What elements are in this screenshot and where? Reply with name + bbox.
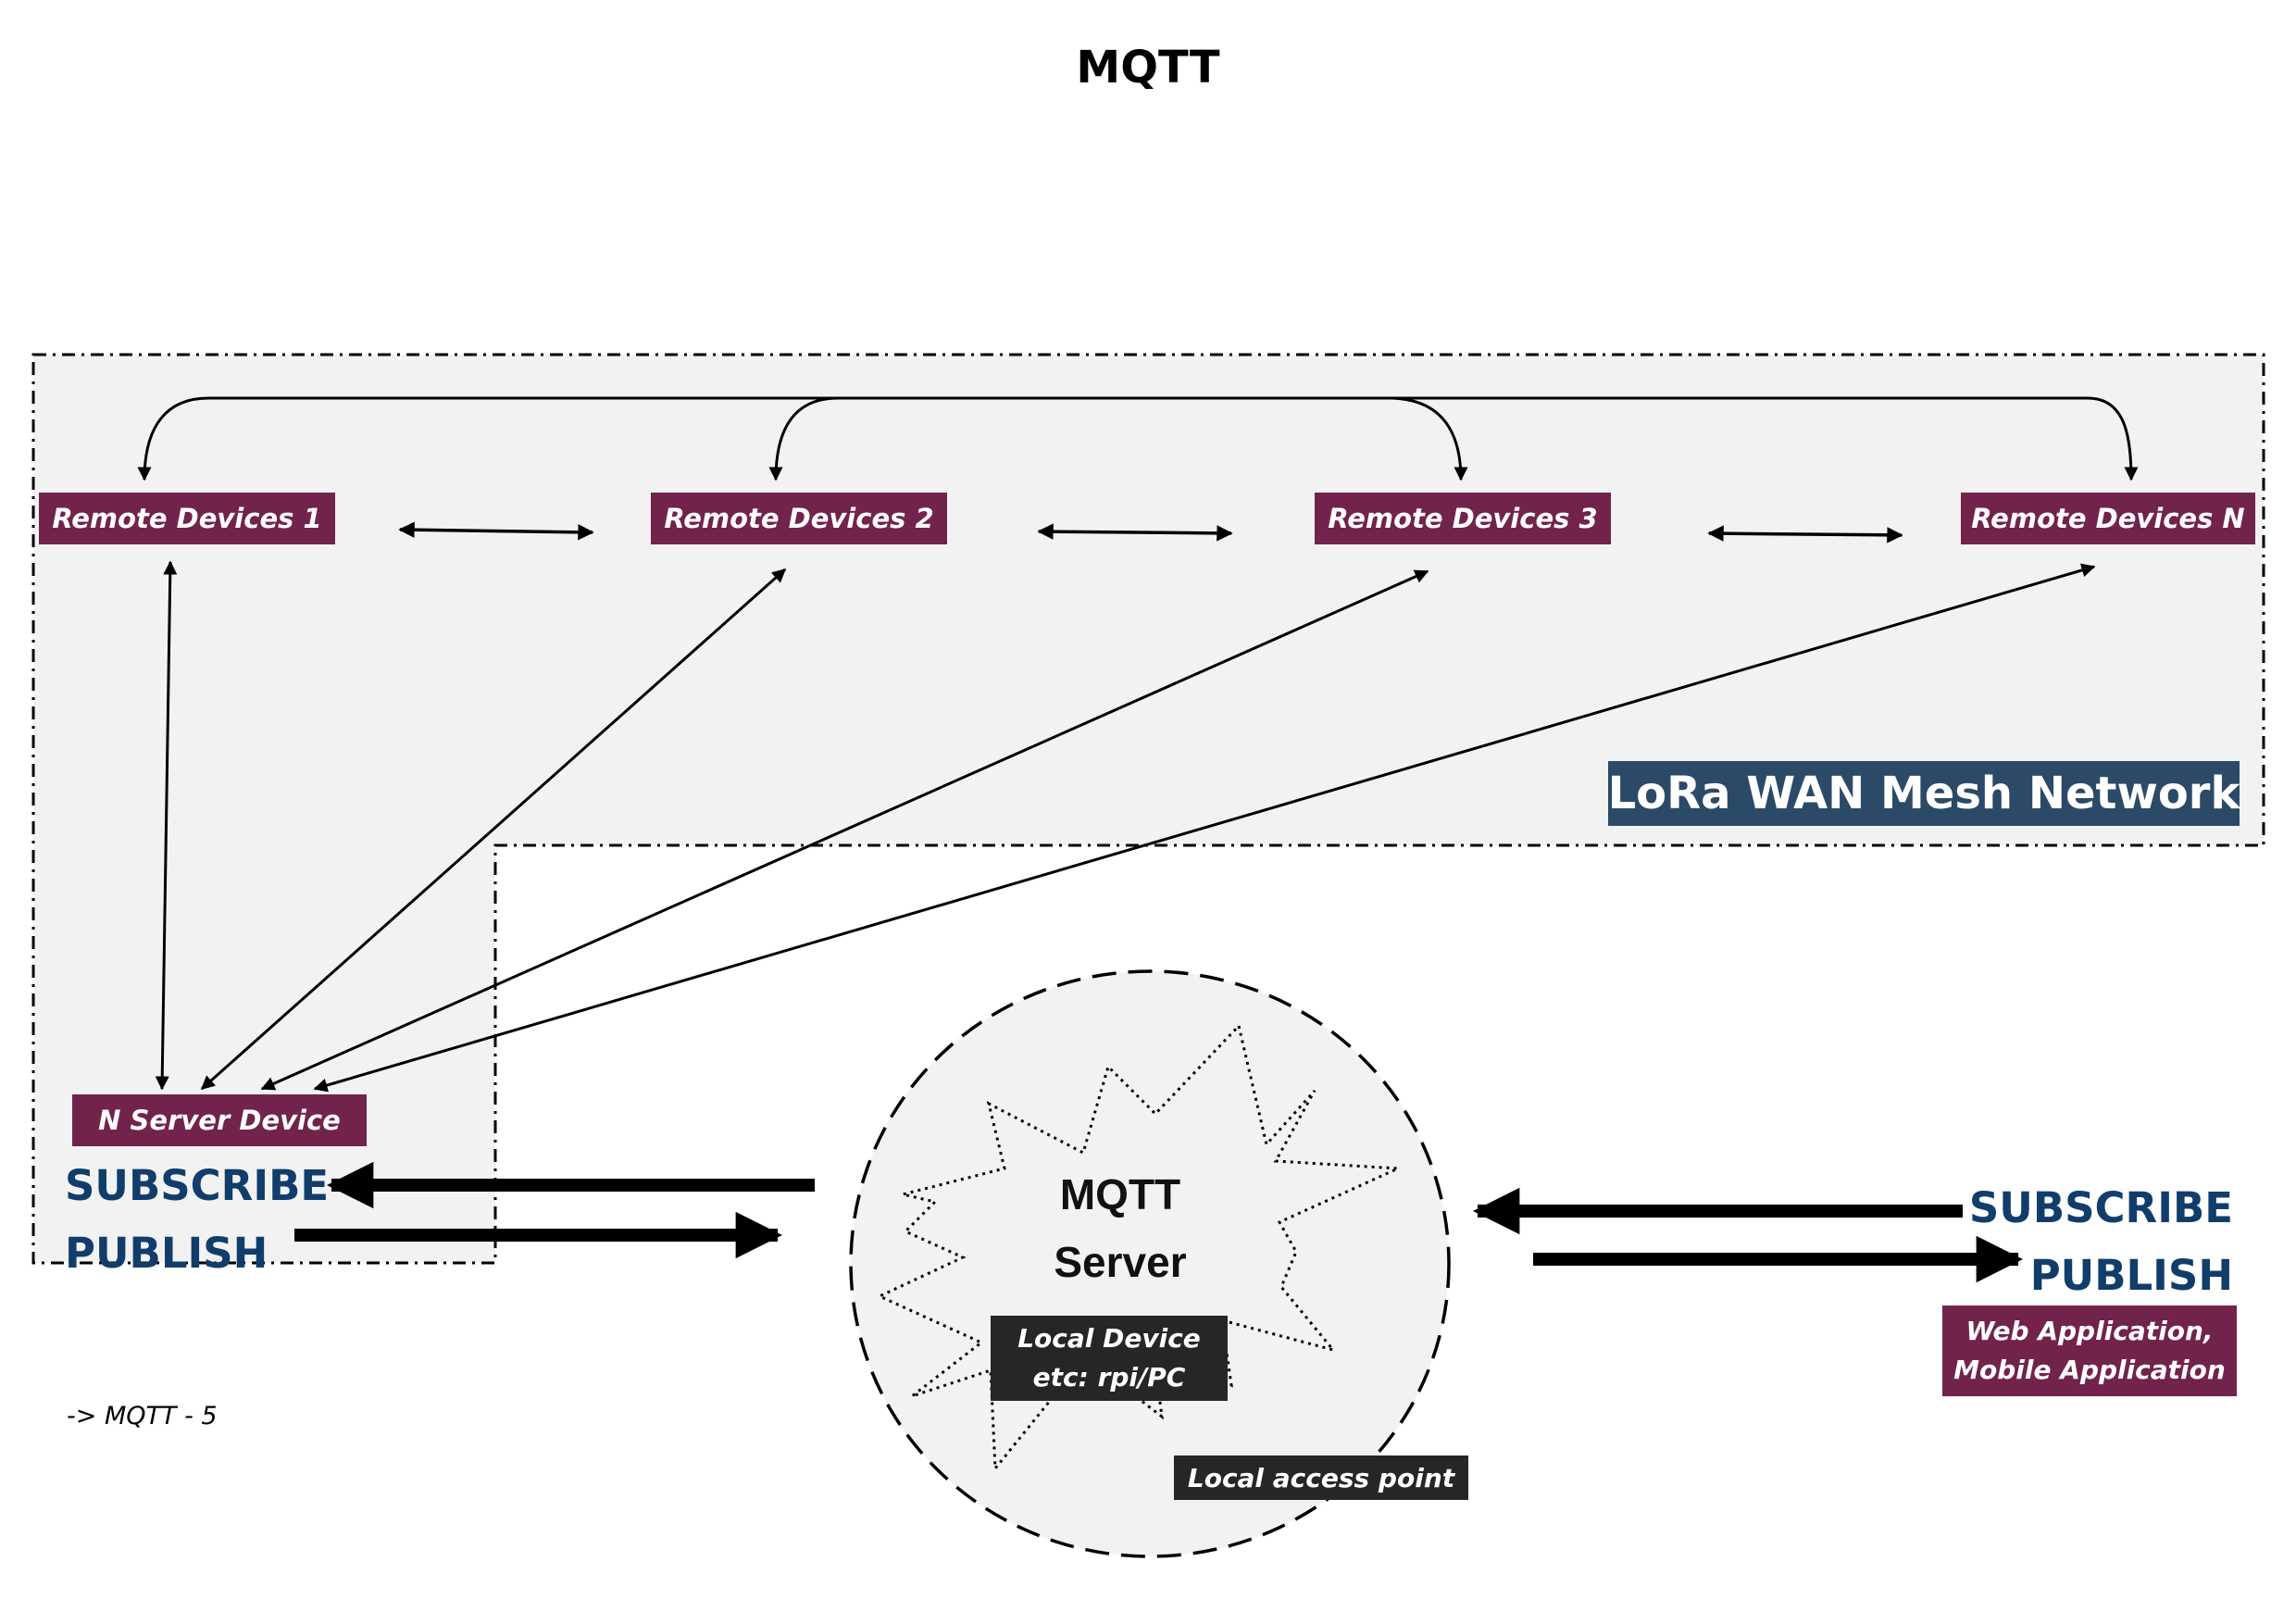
web-app-line1: Web Application, bbox=[1965, 1316, 2214, 1346]
mqtt-server-label: MQTT Server bbox=[1009, 1161, 1231, 1296]
web-application: Web Application, Mobile Application bbox=[1942, 1305, 2237, 1396]
link-remote2-remote3-direct bbox=[1037, 523, 1233, 542]
local-access-point: Local access point bbox=[1174, 1455, 1468, 1500]
web-app-line2: Mobile Application bbox=[1953, 1355, 2226, 1385]
link-remote2-remote3 bbox=[768, 396, 1468, 481]
right-subscribe-label: SUBSCRIBE bbox=[1968, 1183, 2233, 1232]
left-publish-label: PUBLISH bbox=[65, 1229, 268, 1278]
right-publish-label: PUBLISH bbox=[2029, 1251, 2233, 1300]
page-title: MQTT bbox=[1076, 42, 1220, 94]
link-remote3-remoteN bbox=[1707, 525, 1903, 543]
mqtt-server-line2: Server bbox=[1054, 1238, 1187, 1286]
remote-device-1: Remote Devices 1 bbox=[39, 493, 335, 544]
remote-device-n: Remote Devices N bbox=[1961, 493, 2255, 544]
link-server-remote1 bbox=[155, 560, 178, 1091]
footnote: -> MQTT - 5 bbox=[67, 1402, 218, 1430]
link-server-remoteN bbox=[313, 563, 2096, 1093]
local-device: Local Device etc: rpi/PC bbox=[991, 1316, 1228, 1401]
left-client-labels: SUBSCRIBE PUBLISH bbox=[65, 1152, 329, 1287]
local-device-line2: etc: rpi/PC bbox=[1032, 1362, 1186, 1393]
server-device: N Server Device bbox=[72, 1094, 367, 1146]
link-remote1-remote2 bbox=[398, 521, 594, 541]
local-device-line1: Local Device bbox=[1017, 1323, 1201, 1354]
remote-device-3: Remote Devices 3 bbox=[1315, 493, 1611, 544]
network-label: LoRa WAN Mesh Network bbox=[1608, 761, 2240, 826]
right-client-labels: SUBSCRIBE PUBLISH bbox=[1944, 1174, 2233, 1309]
left-subscribe-label: SUBSCRIBE bbox=[65, 1161, 330, 1210]
remote-device-2: Remote Devices 2 bbox=[651, 493, 947, 544]
mqtt-server-line1: MQTT bbox=[1059, 1170, 1181, 1218]
